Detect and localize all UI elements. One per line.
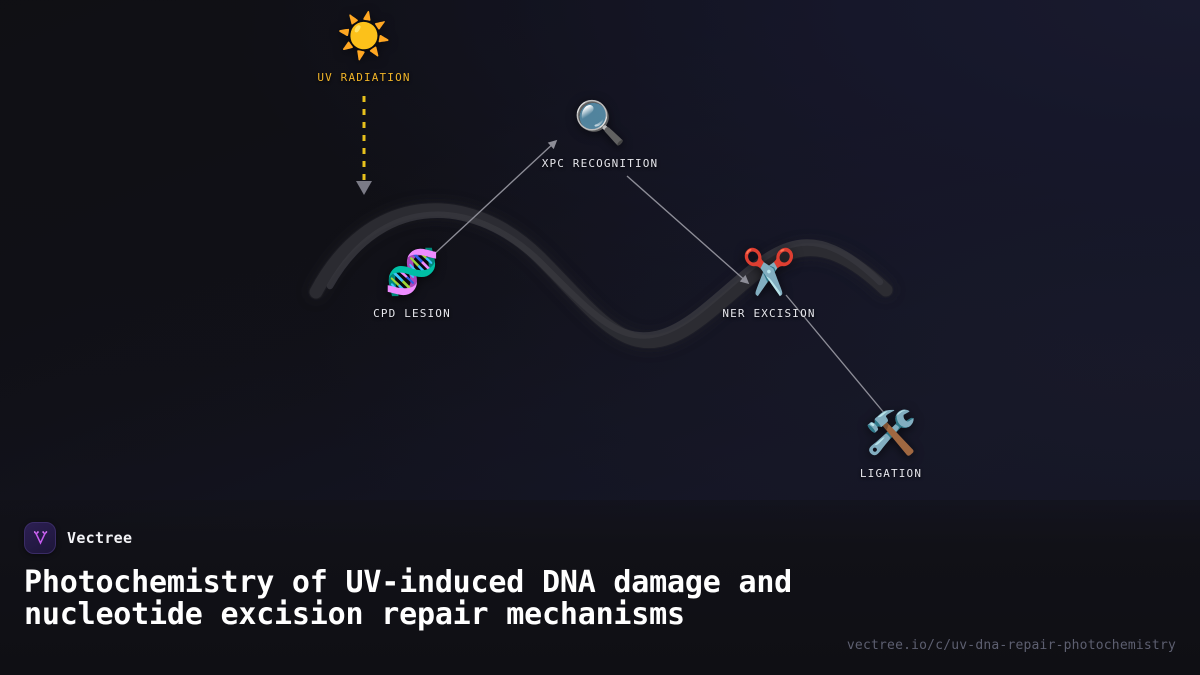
brand-name: Vectree (67, 529, 133, 547)
edge-ner-to-ligation (785, 294, 886, 415)
page-title: Photochemistry of UV-induced DNA damage … (24, 565, 793, 633)
node-uv-radiation[interactable]: ☀️ UV RADIATION (259, 11, 469, 85)
node-label-xpc-recognition: XPC RECOGNITION (541, 157, 659, 170)
dna-helix-background (308, 202, 894, 350)
scissors-icon: ✂️ (741, 247, 797, 298)
edge-cpd-to-xpc (429, 139, 558, 259)
node-label-ligation: LIGATION (859, 467, 923, 480)
footer: Vectree Photochemistry of UV-induced DNA… (0, 500, 1200, 675)
node-xpc-recognition[interactable]: 🔍 XPC RECOGNITION (495, 98, 705, 171)
magnifying-glass-icon: 🔍 (573, 98, 627, 147)
diagram-stage: ☀️ UV RADIATION 🧬 CPD LESION 🔍 XPC RECOG… (259, 11, 996, 481)
vectree-v-tree-icon (24, 522, 56, 554)
dna-collision-icon: 🧬 (384, 247, 440, 298)
source-url: vectree.io/c/uv-dna-repair-photochemistr… (846, 638, 1176, 653)
diagram-connectors-layer (308, 96, 894, 415)
node-label-uv-radiation: UV RADIATION (317, 71, 411, 84)
node-label-ner-excision: NER EXCISION (722, 307, 816, 320)
node-ligation[interactable]: 🛠️ LIGATION (786, 408, 996, 481)
hammer-and-wrench-icon: 🛠️ (864, 408, 918, 457)
node-ner-excision[interactable]: ✂️ NER EXCISION (664, 247, 874, 321)
sun-icon: ☀️ (336, 11, 392, 62)
edge-xpc-to-ner (626, 175, 750, 285)
node-cpd-lesion[interactable]: 🧬 CPD LESION (307, 247, 517, 321)
node-label-cpd-lesion: CPD LESION (373, 307, 451, 320)
edge-uv-to-dna (356, 96, 372, 195)
brand[interactable]: Vectree (24, 522, 1176, 554)
